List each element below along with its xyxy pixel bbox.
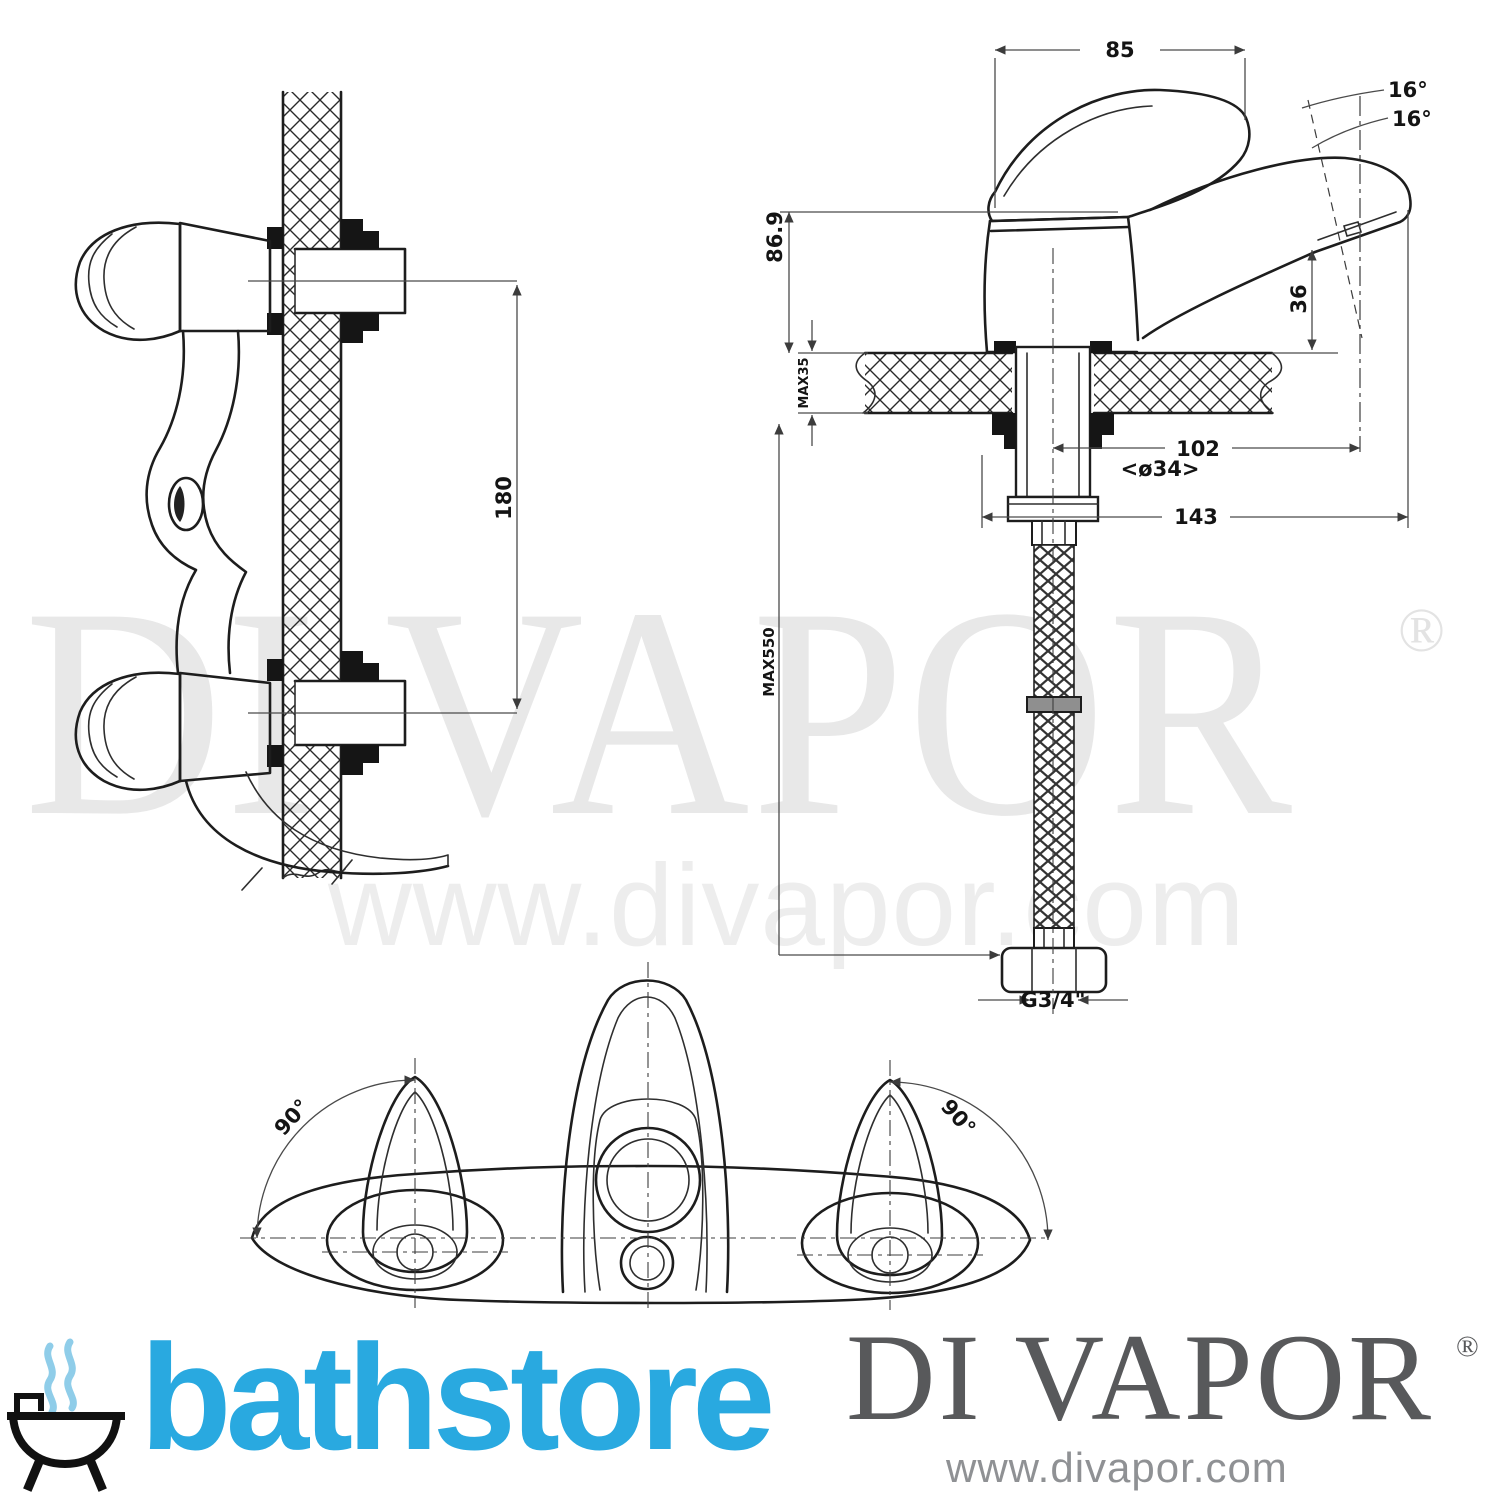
mixer-spout [1141,156,1412,340]
dim-swing-left-90: 90° [270,1095,314,1141]
handle-knob-top [74,221,182,342]
deck-break-right [1260,352,1283,414]
bathtub-icon [7,1338,125,1492]
valve-body-top [178,221,272,333]
wall-section [283,92,341,878]
dim-hose-max550: MAX550 [760,627,778,696]
packing-nut-top [341,219,379,249]
tap-icon [14,1393,44,1417]
dim-reach-102: 102 [1176,437,1220,461]
flexible-hose [1033,544,1075,929]
dim-angle-top-16: 16° [1388,78,1428,102]
hex-nut [1000,946,1108,994]
spout-plan [560,979,730,1294]
divapor-logo: DI VAPOR [846,1309,1434,1446]
dim-shank-dia-34: <ø34> [1121,457,1200,481]
steam-icon [44,1342,57,1416]
handle-knob-bottom [74,671,182,792]
side-view-drawing: 180 [74,90,522,891]
dim-centres-180: 180 [492,476,516,520]
dim-spout-to-deck-36: 36 [1287,284,1311,313]
deck-break-left [855,352,876,414]
dim-thread-g34: G3/4" [1020,988,1085,1012]
dim-spout-width-85: 85 [1105,38,1134,62]
divapor-url: www.divapor.com [946,1444,1288,1491]
plan-view-drawing: 90° 90° [240,962,1053,1310]
dim-angle-bottom-16: 16° [1392,107,1432,131]
packing-nut-bottom [341,651,379,681]
bathstore-logo: bathstore [140,1313,775,1481]
dim-height-86-9: 86.9 [763,211,787,263]
dim-swing-right-90: 90° [936,1095,980,1141]
front-view-drawing: 85 16° 16° 86.9 MAX35 MAX550 36 102 <ø34… [760,38,1432,1014]
dim-overall-143: 143 [1174,505,1218,529]
watermark-registered-icon: ® [1398,597,1446,665]
mixer-lever [987,88,1251,223]
body-detail-oval [167,476,205,532]
aerator [1343,221,1362,237]
valve-body-bottom [178,671,272,783]
divapor-registered-icon: ® [1456,1330,1479,1363]
dim-deck-max35: MAX35 [797,357,812,408]
